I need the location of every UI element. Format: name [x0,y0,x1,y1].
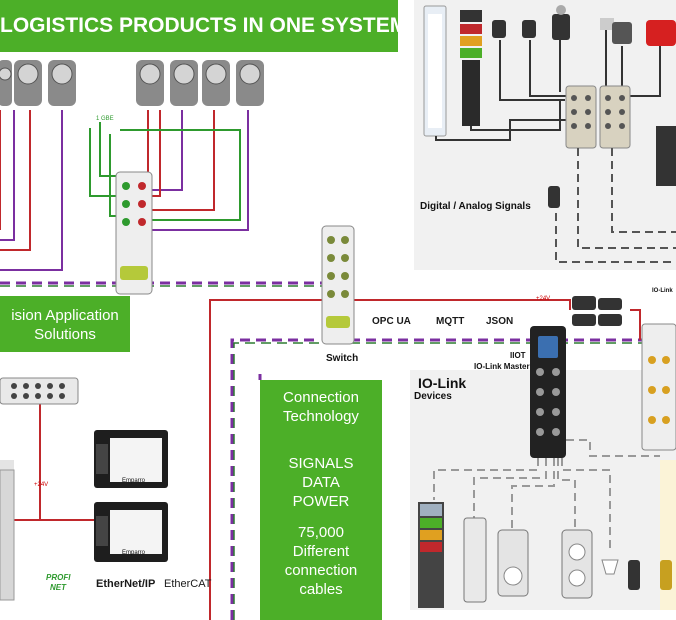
io-hub-signals [565,85,631,149]
device-brand-top: Emparro [122,478,146,484]
conn-title-2: Technology [283,408,359,425]
connection-technology-box: Connection Technology SIGNALS DATA POWER… [260,380,382,620]
device-brand-bottom: Emparro [122,550,146,556]
iiot-label: IIOT [510,351,526,360]
conn-connection: connection [284,562,358,579]
v24-left-label: +24V [34,482,49,488]
ethernetip-logo: EtherNet/IP [96,578,156,590]
io-module-right [641,323,676,451]
conn-different: Different [292,543,350,560]
iolink-master [530,326,566,458]
conn-signals: SIGNALS [288,455,354,472]
switch-label: Switch [326,353,359,364]
signal-tower [460,10,482,126]
conn-count: 75,000 [298,524,344,541]
opcua-label: OPC UA [372,316,411,327]
camera-group-right [136,60,264,106]
gbe-label: 1 GBE [96,116,114,122]
iolink-logo: IO-Link [418,375,467,391]
page-title: LOGISTICS PRODUCTS IN ONE SYSTEM [0,14,408,37]
v24-right-label: +24V [536,296,551,302]
industrial-sensors [492,5,676,46]
vision-application-box: ision Application Solutions [0,296,130,352]
conn-cables: cables [299,581,343,598]
vision-hub [115,171,153,295]
vision-label-line1: ision Application [11,307,119,324]
conn-power: POWER [292,493,350,510]
ethercat-logo: EtherCAT [164,578,212,590]
network-switch [321,225,355,345]
profinet-logo-1: PROFI [46,573,71,582]
mqtt-label: MQTT [436,316,465,327]
signals-panel [414,0,676,270]
light-bar [423,5,447,137]
power-line [0,299,641,620]
iolink-devices [418,502,672,608]
signals-label: Digital / Analog Signals [420,201,531,212]
controller-device-top [94,430,168,488]
conn-data: DATA [302,474,340,491]
conn-title-1: Connection [283,389,359,406]
iolink-corner-label: IO-Link [652,288,673,294]
iolink-coupler [572,296,622,326]
json-label: JSON [486,316,514,327]
camera-group-left [0,60,76,106]
iolink-devices-label: Devices [414,391,452,402]
iolink-master-label: IO-Link Master [474,362,530,371]
vision-label-line2: Solutions [34,326,96,343]
network-line [0,281,676,620]
header-banner: LOGISTICS PRODUCTS IN ONE SYSTEM [0,0,407,52]
controller-device-bottom [94,502,168,562]
distribution-strip [0,377,79,405]
profinet-logo-2: NET [50,583,66,592]
